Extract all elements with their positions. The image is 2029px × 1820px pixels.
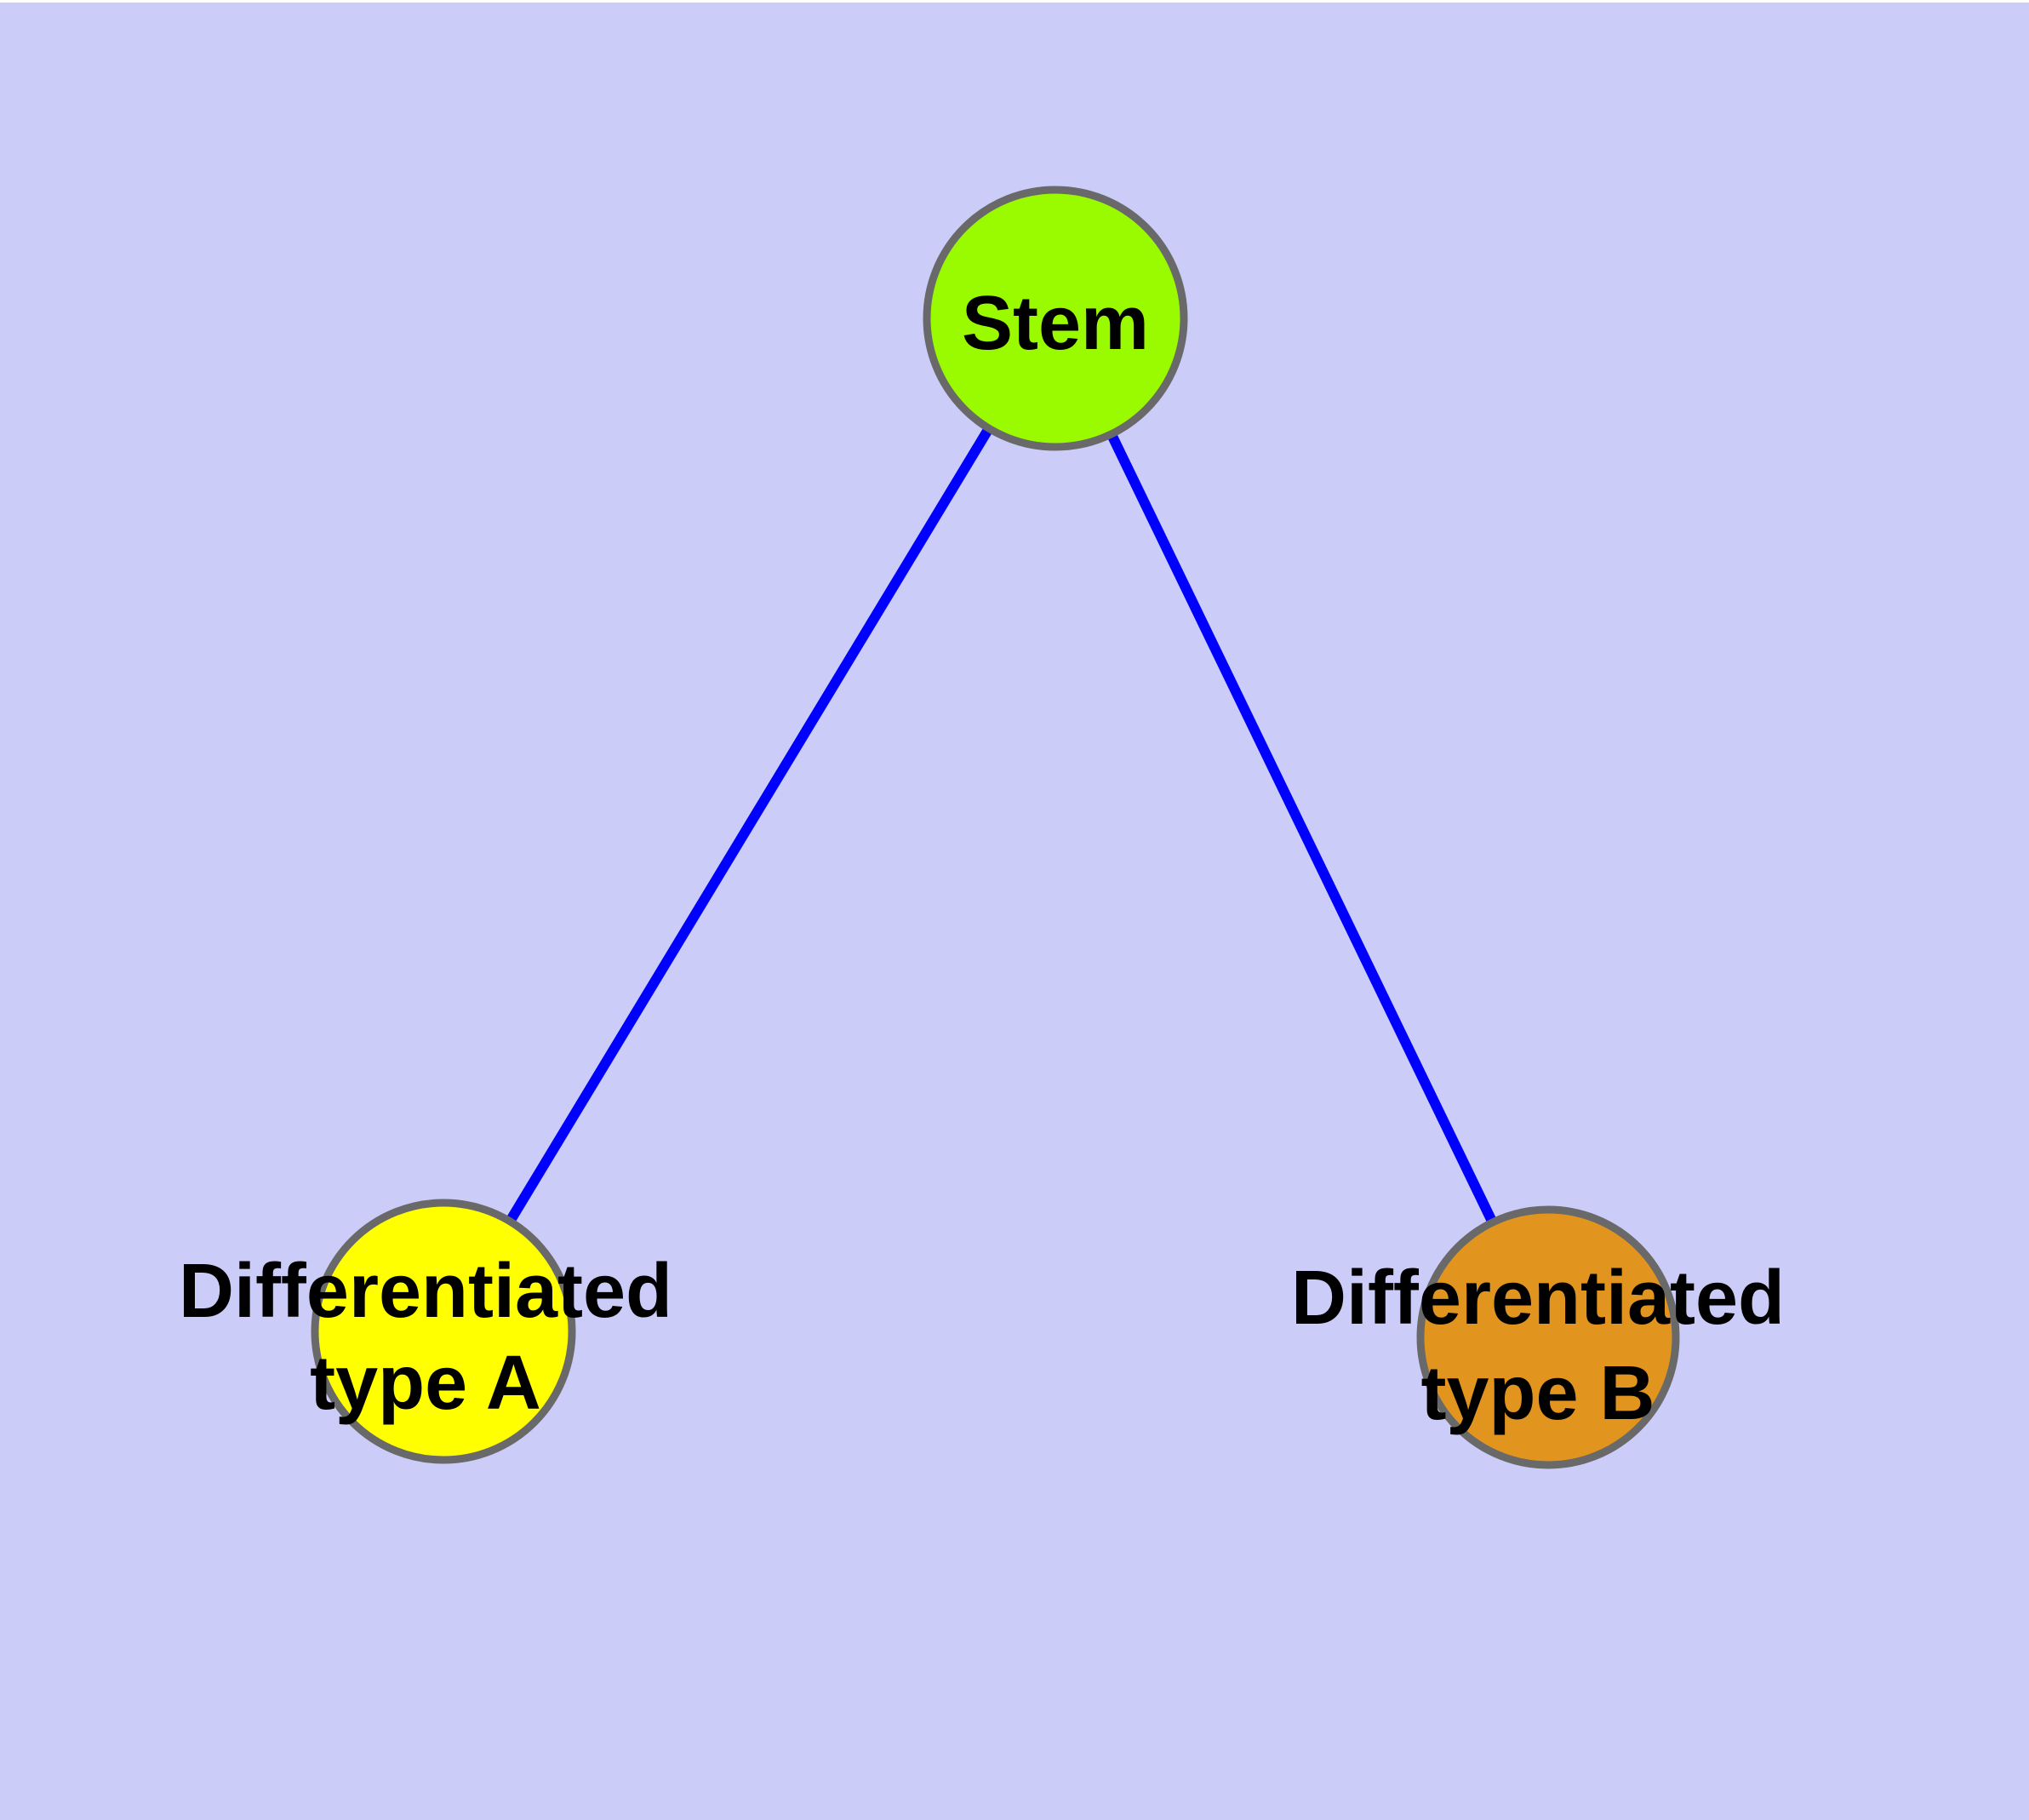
top-border-strip (0, 0, 2029, 3)
edge-stem-to-type-a (438, 315, 1060, 1335)
node-type-b-label-line1: Differentiated (1291, 1256, 1785, 1341)
node-type-b-label-line2: type B (1420, 1351, 1655, 1436)
edge-stem-to-type-b (1050, 316, 1553, 1340)
node-type-b-circle (1416, 1205, 1680, 1469)
node-stem-circle (923, 186, 1188, 451)
node-type-a-circle (311, 1199, 576, 1464)
node-type-a-label-line2: type A (310, 1341, 541, 1426)
node-stem-label: Stem (962, 281, 1149, 366)
node-type-a-label-line1: Differentiated (179, 1249, 672, 1334)
